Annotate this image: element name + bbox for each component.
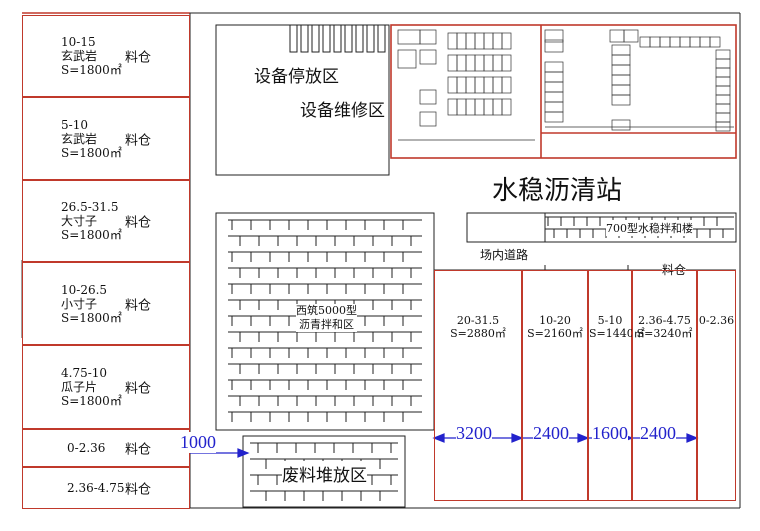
- bin-label: 料仓: [124, 215, 151, 231]
- bin-spec: 10-15 玄武岩 S=1800㎡: [61, 35, 122, 77]
- equipment-parking-label: 设备停放区: [254, 67, 339, 87]
- left-bin-small-stone: 10-26.5 小寸子 S=1800㎡ 料仓: [22, 262, 190, 345]
- bin-spec: 10-26.5 小寸子 S=1800㎡: [61, 282, 122, 325]
- waste-area-label: 废料堆放区: [282, 461, 367, 486]
- bin-label: 料仓: [124, 381, 151, 397]
- dimension-left-gap: 1000: [180, 432, 216, 453]
- right-bin-2.36-4.75: 2.36-4.75 S=3240㎡: [632, 270, 697, 501]
- bin-spec: 4.75-10 瓜子片 S=1800㎡: [61, 366, 122, 408]
- bin-spec: 2.36-4.75: [67, 481, 125, 495]
- left-bin-large-stone: 26.5-31.5 大寸子 S=1800㎡ 料仓: [22, 180, 190, 262]
- bin-label: 料仓: [124, 442, 151, 458]
- bin-spec: 0-2.36: [698, 314, 735, 327]
- left-bin-basalt-5-10: 5-10 玄武岩 S=1800㎡ 料仓: [22, 97, 190, 180]
- bin-spec: 5-10 玄武岩 S=1800㎡: [61, 117, 122, 160]
- internal-road-label: 场内道路: [480, 248, 529, 262]
- left-bin-chips: 4.75-10 瓜子片 S=1800㎡ 料仓: [22, 345, 190, 429]
- asphalt-plant-label: 西筑5000型 沥青拌和区: [296, 304, 357, 332]
- right-bin-20-31.5: 20-31.5 S=2880㎡: [434, 270, 522, 501]
- left-bin-0-2.36: 0-2.36 料仓: [22, 429, 190, 467]
- mixer-700-label: 700型水稳拌和楼: [606, 220, 693, 236]
- bin-label: 料仓: [124, 482, 151, 498]
- left-bin-2.36-4.75: 2.36-4.75 料仓: [22, 467, 190, 509]
- bin-spec: 5-10 S=1440㎡: [589, 314, 645, 340]
- right-bin-0-2.36: 0-2.36: [697, 270, 736, 501]
- dimension-1: 3200: [456, 423, 492, 444]
- bin-label: 料仓: [124, 50, 151, 66]
- dimension-3: 1600: [592, 423, 628, 444]
- dimension-4: 2400: [640, 423, 676, 444]
- bin-spec: 10-20 S=2160㎡: [527, 314, 583, 340]
- bin-spec: 20-31.5 S=2880㎡: [450, 314, 506, 340]
- equipment-repair-label: 设备维修区: [300, 101, 385, 121]
- bin-spec: 0-2.36: [67, 441, 106, 455]
- bin-label: 料仓: [124, 298, 151, 313]
- right-bin-10-20: 10-20 S=2160㎡: [522, 270, 588, 501]
- bin-label: 料仓: [124, 133, 151, 148]
- left-bin-basalt-10-15: 10-15 玄武岩 S=1800㎡ 料仓: [22, 15, 190, 97]
- station-title: 水稳沥清站: [492, 176, 623, 206]
- right-bin-5-10: 5-10 S=1440㎡: [588, 270, 645, 501]
- bin-spec: 2.36-4.75 S=3240㎡: [636, 314, 693, 340]
- bin-spec: 26.5-31.5 大寸子 S=1800㎡: [61, 200, 122, 242]
- dimension-2: 2400: [533, 423, 569, 444]
